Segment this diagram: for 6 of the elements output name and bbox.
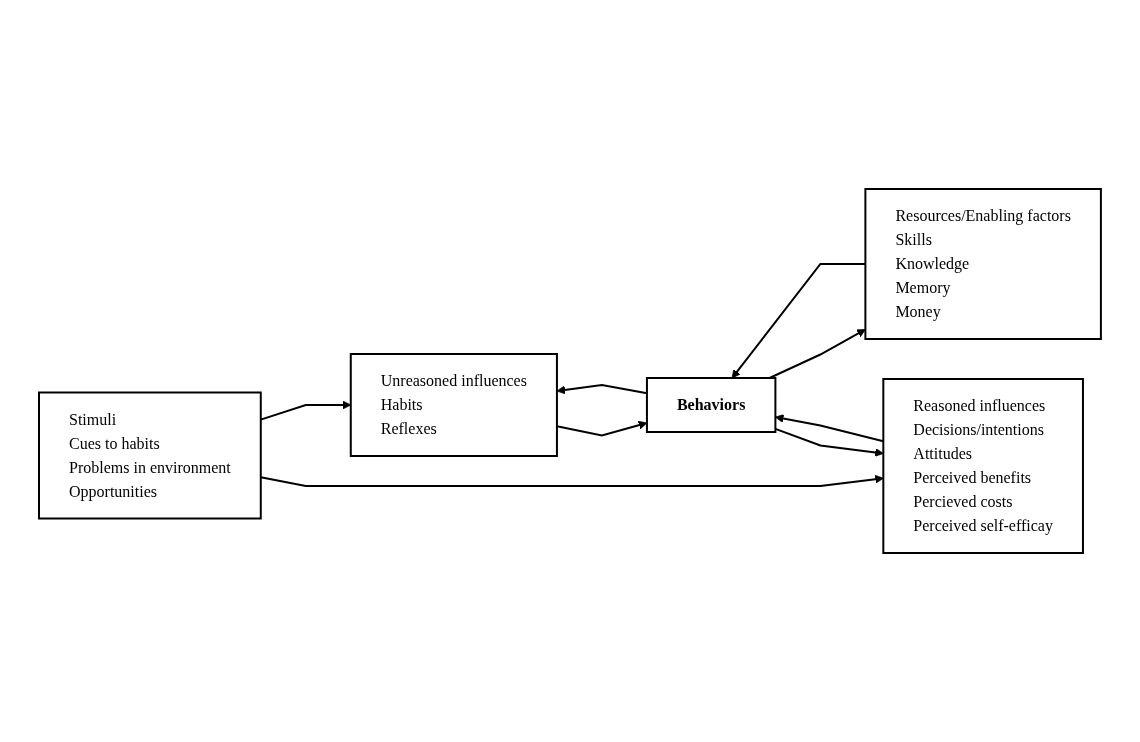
node-box: Reasoned influences Decisions/intentions Attitudes Perceived benefits Percieved costs Perceived self-efficay [882,378,1084,554]
node-box: Resources/Enabling factors Skills Knowledge Memory Money [864,188,1102,340]
node-box: Unreasoned influences Habits Reflexes [349,353,558,457]
arrow [768,329,866,379]
node-box: Behaviors [646,377,777,433]
node-box: Stimuli Cues to habits Problems in environment Opportunities [38,391,262,520]
